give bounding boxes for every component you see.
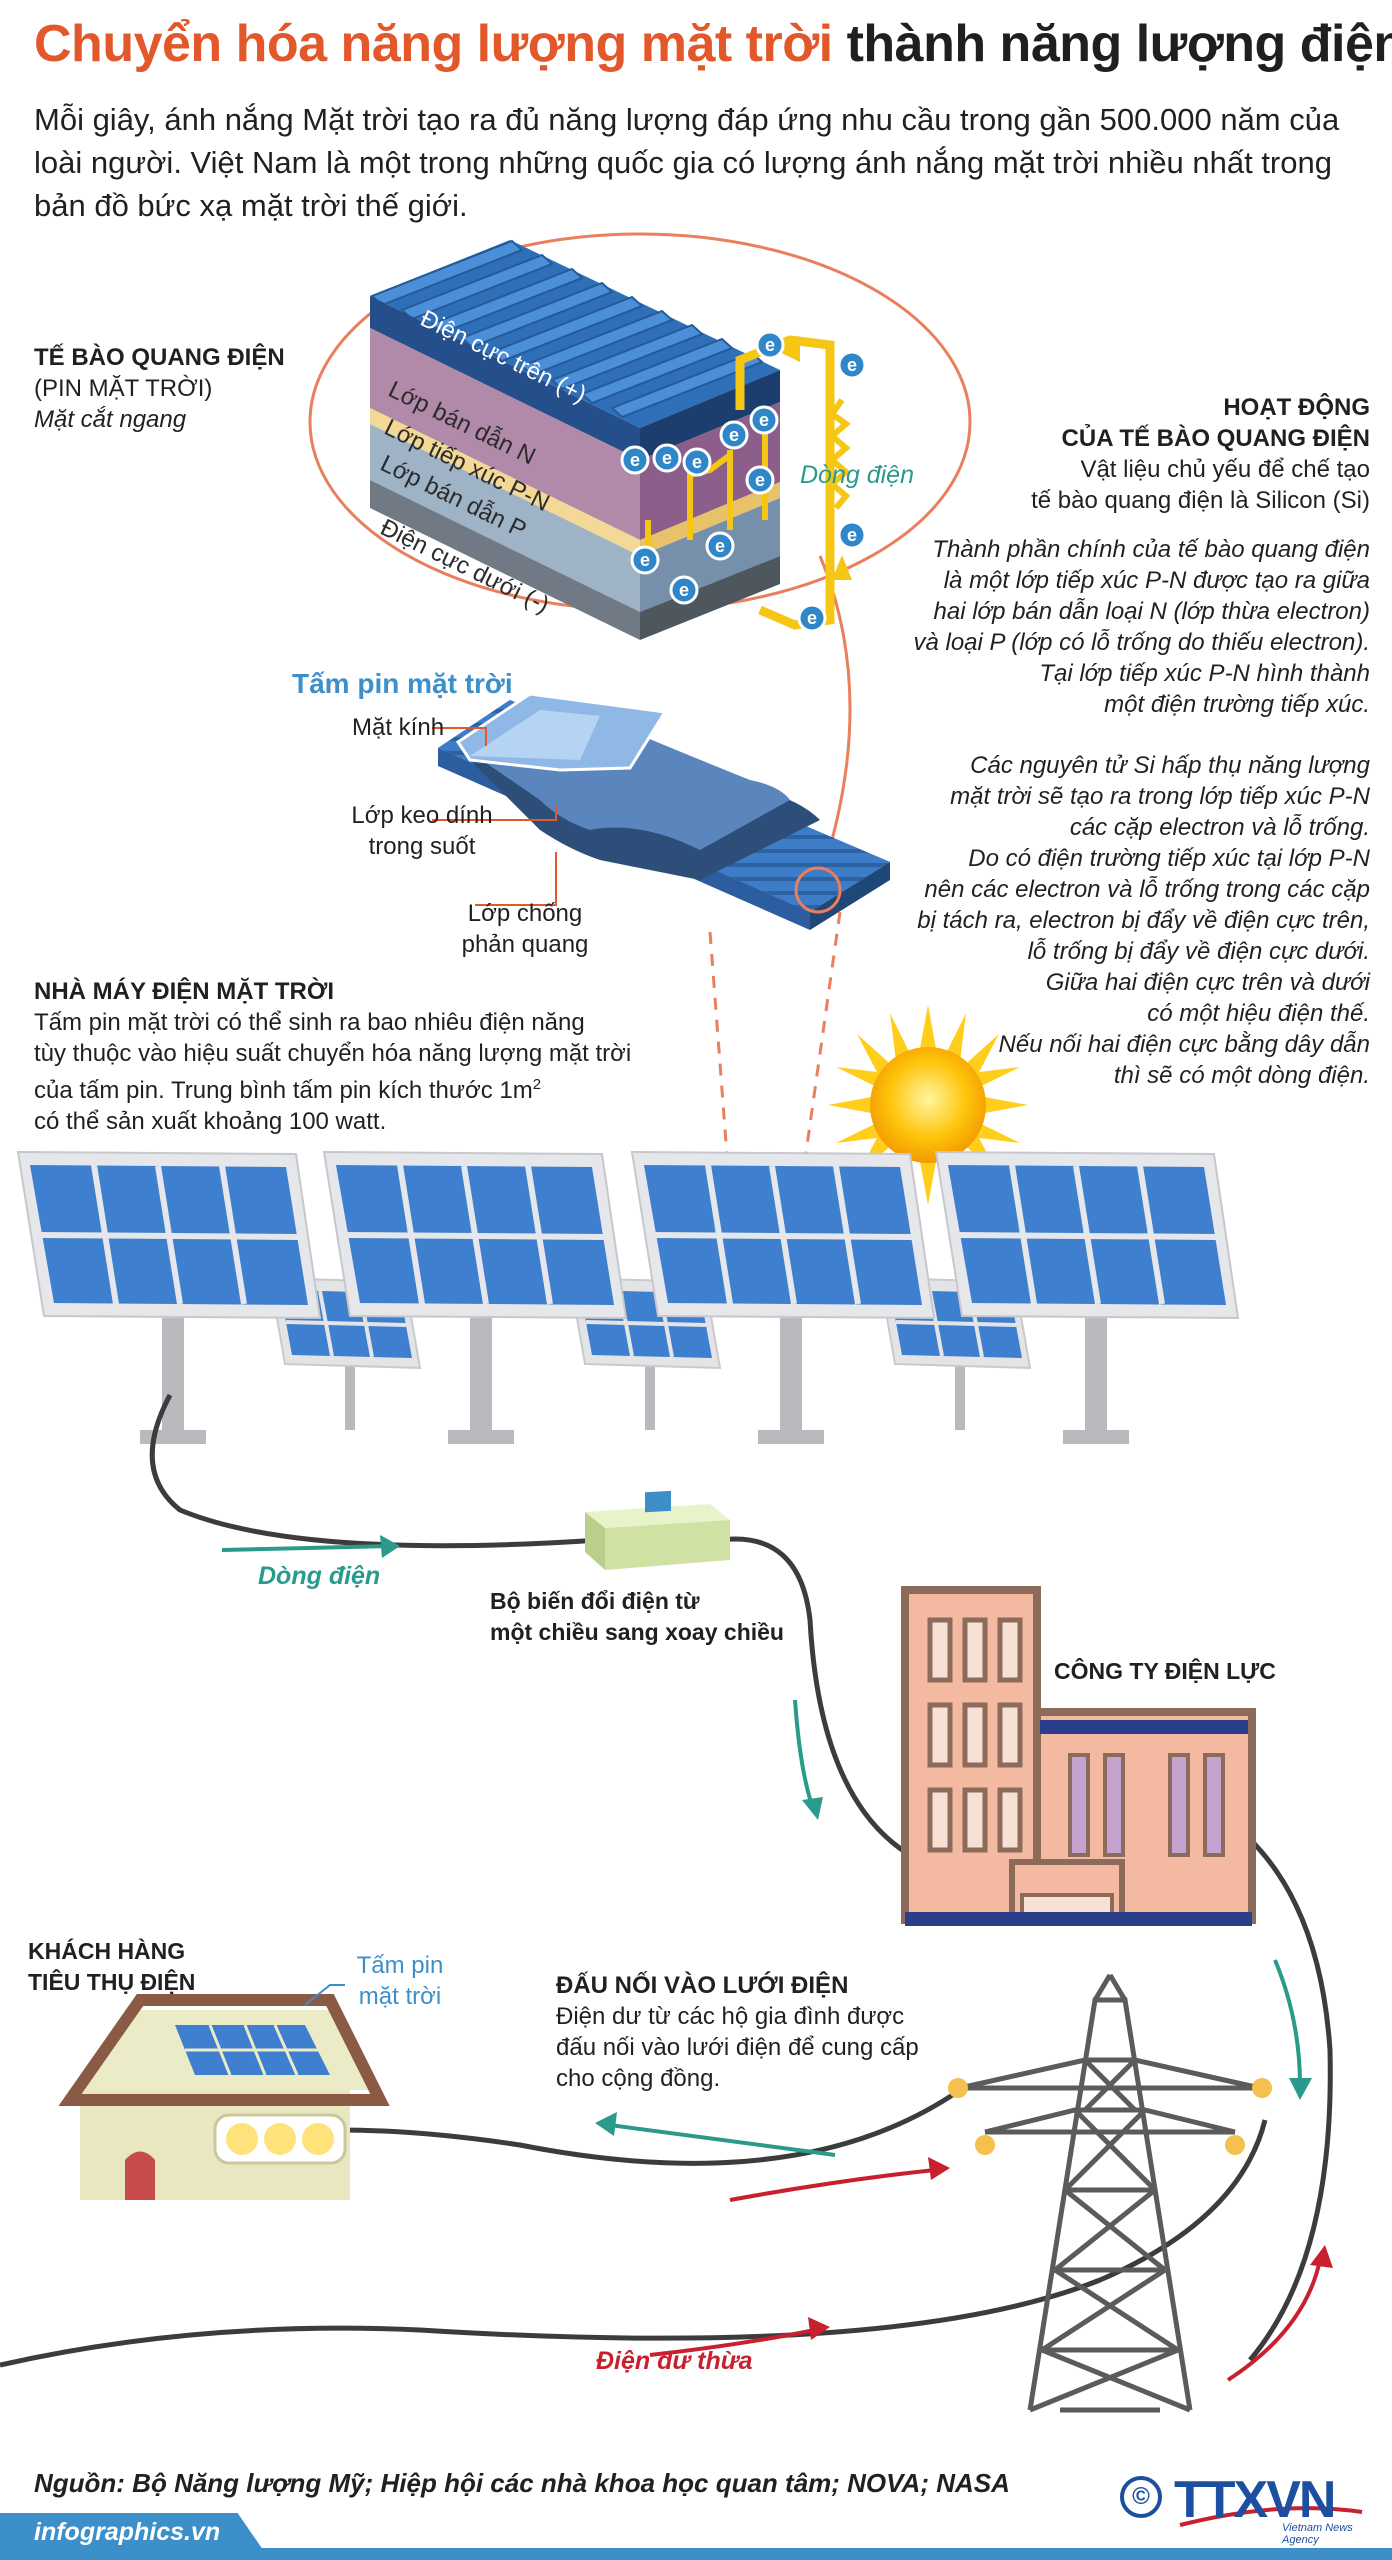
operation-para2-line: lỗ trống bị đẩy về điện cực dưới. [1027, 938, 1370, 965]
intro-text: Mỗi giây, ánh nắng Mặt trời tạo ra đủ nă… [34, 102, 1340, 223]
operation-material-2: tế bào quang điện là Silicon (Si) [1031, 487, 1370, 514]
zoom-spot [794, 866, 842, 914]
electron-symbol: e [630, 450, 640, 470]
cell-caption: TẾ BÀO QUANG ĐIỆN (PIN MẶT TRỜI) Mặt cắt… [34, 342, 285, 435]
house [58, 1984, 390, 2200]
source-text: Nguồn: Bộ Năng lượng Mỹ; Hiệp hội các nh… [34, 2468, 1010, 2498]
operation-para1-line: và loại P (lớp có lỗ trống do thiếu elec… [913, 629, 1370, 656]
current-label: Dòng điện [800, 461, 914, 489]
electrons [620, 330, 867, 633]
operation-material-1: Vật liệu chủ yếu để chế tạo [1080, 456, 1370, 483]
adhesive-line: Lớp keo dính [351, 802, 493, 829]
grid-line: cho cộng đồng. [556, 2065, 721, 2092]
roof-panel-line: mặt trời [358, 1983, 442, 2010]
operation-para2-line: Do có điện trường tiếp xúc tại lớp P-N [968, 845, 1370, 872]
plant-block: NHÀ MÁY ĐIỆN MẶT TRỜI Tấm pin mặt trời c… [34, 976, 754, 1137]
operation-para2-line: có một hiệu điện thế. [1147, 1000, 1370, 1027]
copyright-icon: © [1120, 2476, 1162, 2518]
grid-block: ĐẤU NỐI VÀO LƯỚI ĐIỆN Điện dư từ các hộ … [556, 1970, 996, 2094]
plant-line: tùy thuộc vào hiệu suất chuyển hóa năng … [34, 1040, 632, 1067]
panel-antireflect-label: Lớp chống phản quang [430, 898, 620, 960]
plant-line: có thể sản xuất khoảng 100 watt. [34, 1108, 387, 1135]
grid-line: Điện dư từ các hộ gia đình được [556, 2003, 905, 2030]
flow-current-label: Dòng điện [258, 1562, 381, 1590]
agency-name: Vietnam News Agency [1282, 2522, 1353, 2546]
footer-line [240, 2548, 1392, 2560]
electron-symbol: e [807, 608, 817, 628]
inverter-box [585, 1490, 730, 1570]
operation-para1-line: Thành phần chính của tế bào quang điện [932, 536, 1370, 563]
electron-symbol: e [759, 410, 769, 430]
operation-block: HOẠT ĐỘNG CỦA TẾ BÀO QUANG ĐIỆN Vật liệu… [860, 392, 1370, 1091]
operation-para2-line: mặt trời sẽ tạo ra trong lớp tiếp xúc P-… [950, 783, 1370, 810]
operation-para1-line: một điện trường tiếp xúc. [1104, 691, 1370, 718]
panel-heading: Tấm pin mặt trời [292, 668, 513, 699]
antireflect-line: Lớp chống [467, 900, 583, 927]
electron-symbol: e [640, 550, 650, 570]
inverter-label: Bộ biến đổi điện từ một chiều sang xoay … [490, 1586, 784, 1648]
ttxvn-logo: TTXVN [1174, 2471, 1336, 2529]
electron-symbol: e [847, 525, 857, 545]
electron-symbol: e [755, 470, 765, 490]
electron-symbol: e [679, 580, 689, 600]
grid-line: đấu nối vào lưới điện để cung cấp [556, 2034, 919, 2061]
plant-superscript: 2 [532, 1076, 542, 1093]
cell-subheading: (PIN MẶT TRỜI) [34, 375, 213, 402]
front-row-panels [16, 1150, 1240, 1444]
power-wires [0, 1393, 1333, 2368]
transmission-tower [959, 1973, 1261, 2413]
electron-symbol: e [729, 425, 739, 445]
operation-para2-line: nên các electron và lỗ trống trong các c… [924, 876, 1370, 903]
grid-heading: ĐẤU NỐI VÀO LƯỚI ĐIỆN [556, 1972, 849, 1999]
operation-para1-line: là một lớp tiếp xúc P-N được tạo ra giữa [943, 567, 1370, 594]
logo-swoosh [1179, 2506, 1363, 2527]
electron-symbol: e [715, 536, 725, 556]
panel-adhesive-label: Lớp keo dính trong suốt [322, 800, 522, 862]
operation-heading-1: HOẠT ĐỘNG [1223, 394, 1370, 421]
inverter-line: một chiều sang xoay chiều [490, 1619, 784, 1645]
zoom-line [818, 555, 852, 881]
operation-para2-line: các cặp electron và lỗ trống. [1069, 814, 1370, 841]
operation-para2-line: Các nguyên tử Si hấp thụ năng lượng [970, 752, 1370, 779]
plant-heading: NHÀ MÁY ĐIỆN MẶT TRỜI [34, 978, 335, 1005]
electron-letters: e e e e e e e e e e e e e [630, 335, 857, 628]
operation-para1-line: Tại lớp tiếp xúc P-N hình thành [1039, 660, 1370, 687]
insulators [948, 2078, 1272, 2155]
cell-cross-section: Mặt cắt ngang [34, 406, 187, 433]
operation-para2-line: bị tách ra, electron bị đẩy về điện cực … [917, 907, 1370, 934]
inverter-line: Bộ biến đổi điện từ [490, 1588, 700, 1614]
cell-block [370, 239, 852, 640]
antireflect-line: phản quang [461, 931, 589, 958]
customer-line: TIÊU THỤ ĐIỆN [28, 1969, 196, 1995]
solar-panel-layers [432, 692, 890, 930]
electron-symbol: e [847, 355, 857, 375]
utility-label: CÔNG TY ĐIỆN LỰC [1054, 1658, 1276, 1684]
electron-symbol: e [692, 452, 702, 472]
customer-label: KHÁCH HÀNG TIÊU THỤ ĐIỆN [28, 1936, 195, 1998]
site-link[interactable]: infographics.vn [34, 2518, 221, 2546]
title-highlight: Chuyển hóa năng lượng mặt trời [34, 15, 833, 73]
plant-line: Tấm pin mặt trời có thể sinh ra bao nhiê… [34, 1009, 585, 1036]
operation-para2-line: thì sẽ có một dòng điện. [1113, 1062, 1370, 1089]
roof-panel-label: Tấm pin mặt trời [340, 1950, 460, 2012]
page-title: Chuyển hóa năng lượng mặt trời thành năn… [34, 14, 1392, 74]
cell-heading: TẾ BÀO QUANG ĐIỆN [34, 344, 285, 371]
plant-line: của tấm pin. Trung bình tấm pin kích thư… [34, 1077, 533, 1104]
operation-para2-line: Giữa hai điện cực trên và dưới [1045, 969, 1370, 996]
adhesive-line: trong suốt [368, 833, 476, 860]
customer-line: KHÁCH HÀNG [28, 1938, 186, 1964]
operation-heading-2: CỦA TẾ BÀO QUANG ĐIỆN [1061, 425, 1370, 452]
utility-building [901, 1586, 1256, 1926]
electron-symbol: e [765, 335, 775, 355]
footer-bar [0, 2513, 270, 2560]
electron-symbol: e [662, 448, 672, 468]
roof-panel-line: Tấm pin [356, 1952, 444, 1979]
flow-arrows [221, 1535, 1333, 2382]
title-rest: thành năng lượng điện [846, 15, 1392, 73]
panel-glass-label: Mặt kính [352, 714, 445, 741]
operation-para2-line: Nếu nối hai điện cực bằng dây dẫn [998, 1031, 1370, 1058]
operation-para1-line: hai lớp bán dẫn loại N (lớp thừa electro… [933, 598, 1370, 625]
surplus-label: Điện dư thừa [596, 2347, 753, 2375]
